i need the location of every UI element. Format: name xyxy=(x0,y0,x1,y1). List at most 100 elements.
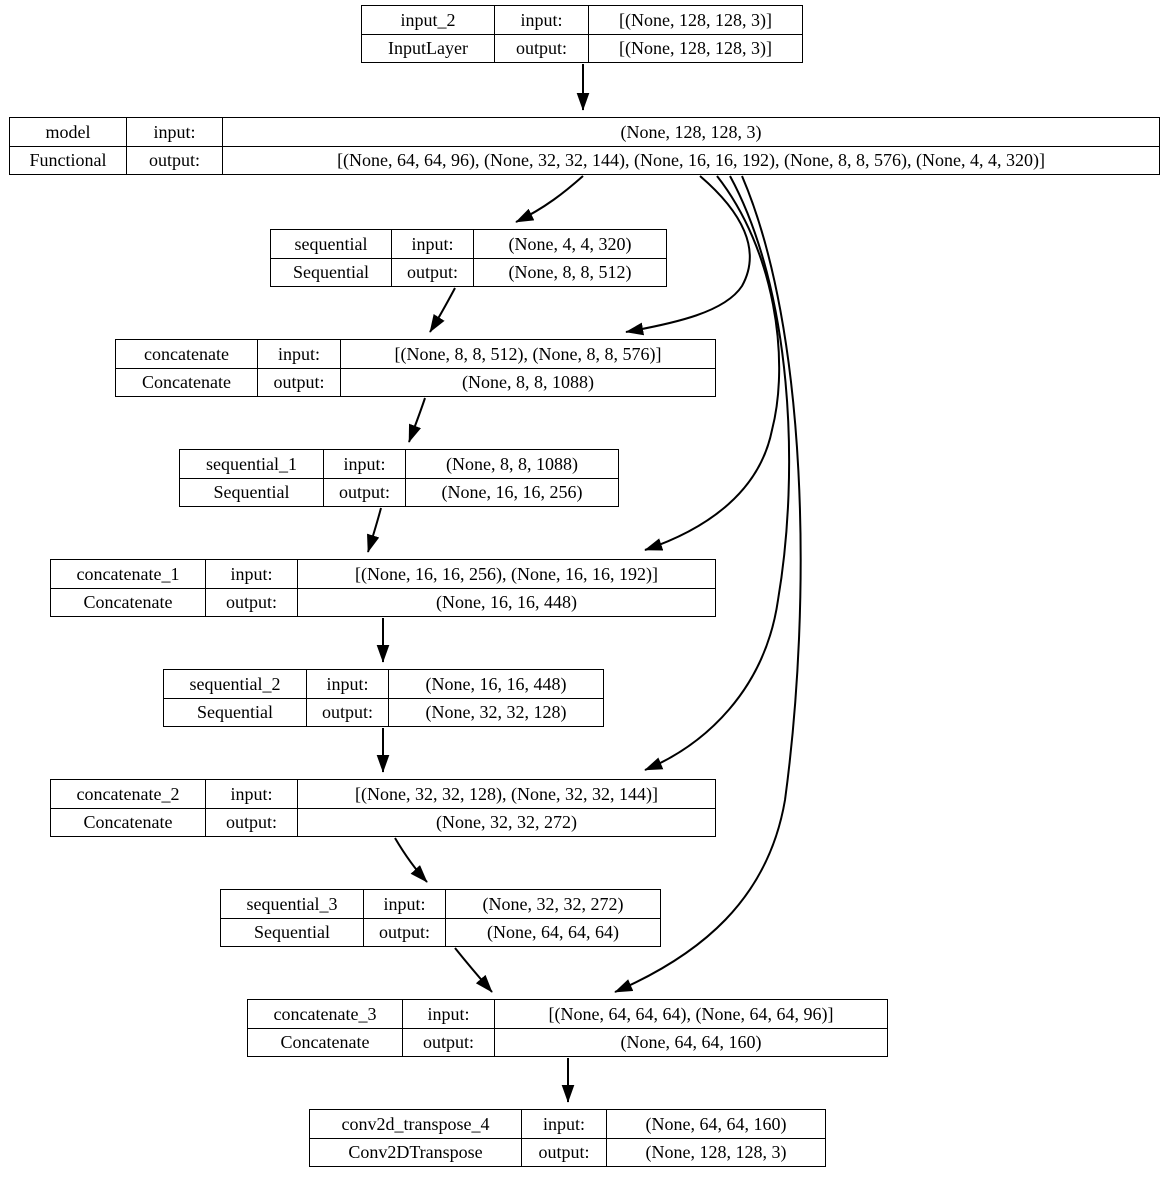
output-label-concatenate: output: xyxy=(258,368,341,396)
output-shape-concatenate_3: (None, 64, 64, 160) xyxy=(620,1032,762,1053)
input-label-concatenate_1: input: xyxy=(206,560,298,588)
output-shape-sequential_2: (None, 32, 32, 128) xyxy=(425,702,567,723)
input-shape-sequential_3: (None, 32, 32, 272) xyxy=(482,893,624,914)
input-label-concatenate_2: input: xyxy=(206,780,298,808)
output-shape-concatenate: (None, 8, 8, 1088) xyxy=(462,372,594,393)
input-label-sequential_3: input: xyxy=(364,890,446,918)
output-label-sequential_1: output: xyxy=(324,478,406,506)
classname-cell-concatenate_3: Concatenate xyxy=(248,1028,403,1056)
input-shape-concatenate: [(None, 8, 8, 512), (None, 8, 8, 576)] xyxy=(394,343,662,364)
name-cell-conv2d_transpose_4: conv2d_transpose_4 xyxy=(310,1110,522,1138)
edge-sequential-concatenate xyxy=(429,287,456,333)
classname-cell-concatenate_2: Concatenate xyxy=(51,808,206,836)
input-shape-concatenate_2: [(None, 32, 32, 128), (None, 32, 32, 144… xyxy=(355,783,658,804)
output-label-sequential: output: xyxy=(392,258,474,286)
classname-cell-sequential_3: Sequential xyxy=(221,918,364,946)
input-shape-model: (None, 128, 128, 3) xyxy=(620,121,762,142)
name-cell-sequential_2: sequential_2 xyxy=(164,670,307,698)
classname-cell-sequential_2: Sequential xyxy=(164,698,307,726)
input-shape-conv2d_transpose_4: (None, 64, 64, 160) xyxy=(645,1113,787,1134)
output-label-concatenate_1: output: xyxy=(206,588,298,616)
input-label-sequential_1: input: xyxy=(324,450,406,478)
name-cell-model: model xyxy=(10,118,127,146)
edge-sequential3-concatenate3 xyxy=(454,947,493,993)
output-shape-model: [(None, 64, 64, 96), (None, 32, 32, 144)… xyxy=(337,150,1045,171)
output-label-sequential_3: output: xyxy=(364,918,446,946)
output-label-conv2d_transpose_4: output: xyxy=(522,1138,607,1166)
classname-cell-conv2d_transpose_4: Conv2DTranspose xyxy=(310,1138,522,1166)
input-label-model: input: xyxy=(127,118,223,146)
classname-cell-sequential_1: Sequential xyxy=(180,478,324,506)
input-shape-sequential_1: (None, 8, 8, 1088) xyxy=(446,453,578,474)
output-shape-sequential: (None, 8, 8, 512) xyxy=(508,262,632,283)
classname-cell-model: Functional xyxy=(10,146,127,174)
edge-concatenate2-sequential3 xyxy=(394,837,428,883)
input-label-conv2d_transpose_4: input: xyxy=(522,1110,607,1138)
input-label-sequential_2: input: xyxy=(307,670,389,698)
output-shape-concatenate_2: (None, 32, 32, 272) xyxy=(436,812,577,833)
name-cell-concatenate: concatenate xyxy=(116,340,258,368)
edge-concatenate-sequential1 xyxy=(408,397,426,443)
output-label-concatenate_2: output: xyxy=(206,808,298,836)
output-shape-conv2d_transpose_4: (None, 128, 128, 3) xyxy=(645,1142,787,1163)
input-label-concatenate_3: input: xyxy=(403,1000,495,1028)
name-cell-sequential: sequential xyxy=(271,230,392,258)
output-shape-sequential_1: (None, 16, 16, 256) xyxy=(441,482,583,503)
classname-cell-concatenate: Concatenate xyxy=(116,368,258,396)
input-shape-sequential_2: (None, 16, 16, 448) xyxy=(425,673,567,694)
name-cell-sequential_1: sequential_1 xyxy=(180,450,324,478)
name-cell-sequential_3: sequential_3 xyxy=(221,890,364,918)
input-shape-concatenate_1: [(None, 16, 16, 256), (None, 16, 16, 192… xyxy=(355,563,658,584)
output-label-concatenate_3: output: xyxy=(403,1028,495,1056)
input-shape-input_2: [(None, 128, 128, 3)] xyxy=(619,9,772,30)
input-shape-concatenate_3: [(None, 64, 64, 64), (None, 64, 64, 96)] xyxy=(548,1003,834,1024)
output-shape-input_2: [(None, 128, 128, 3)] xyxy=(619,38,772,59)
output-label-input_2: output: xyxy=(495,34,589,62)
output-shape-concatenate_1: (None, 16, 16, 448) xyxy=(436,592,577,613)
classname-cell-input_2: InputLayer xyxy=(362,34,495,62)
output-shape-sequential_3: (None, 64, 64, 64) xyxy=(487,922,619,943)
classname-cell-sequential: Sequential xyxy=(271,258,392,286)
output-label-sequential_2: output: xyxy=(307,698,389,726)
edge-sequential1-concatenate1 xyxy=(367,507,382,553)
input-label-sequential: input: xyxy=(392,230,474,258)
classname-cell-concatenate_1: Concatenate xyxy=(51,588,206,616)
input-label-concatenate: input: xyxy=(258,340,341,368)
output-label-model: output: xyxy=(127,146,223,174)
name-cell-concatenate_1: concatenate_1 xyxy=(51,560,206,588)
input-shape-sequential: (None, 4, 4, 320) xyxy=(508,233,632,254)
name-cell-input_2: input_2 xyxy=(362,6,495,34)
